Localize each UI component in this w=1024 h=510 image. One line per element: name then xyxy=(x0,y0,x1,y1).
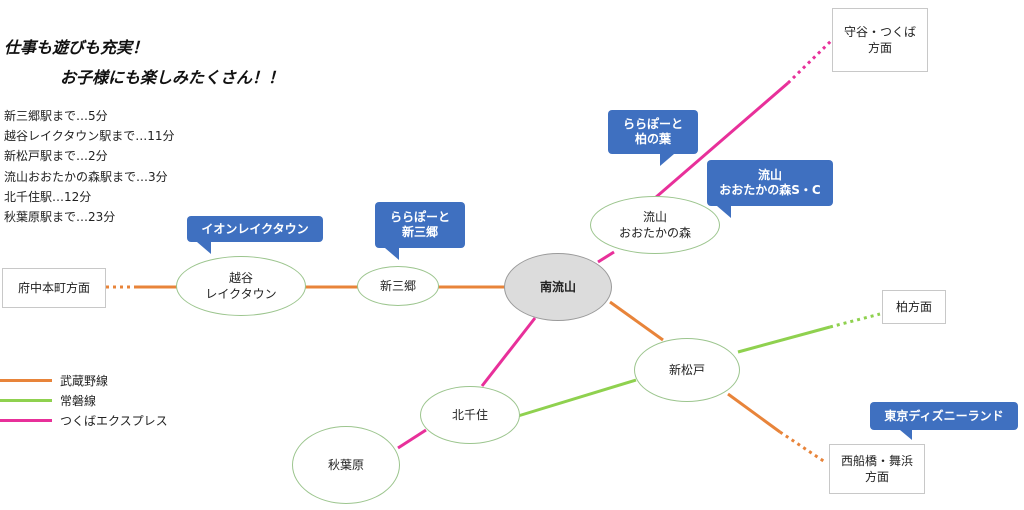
direction-label: 柏方面 xyxy=(895,300,932,314)
callout-label: イオンレイクタウン xyxy=(201,221,309,236)
callout-lalaport-shinmisato: ららぽーと 新三郷 xyxy=(375,202,465,260)
callout-label: おおたかの森S・C xyxy=(719,183,821,197)
callout-label: 流山 xyxy=(757,168,782,182)
direction-label: 方面 xyxy=(867,41,892,55)
access-time-list: 新三郷駅まで…5分 越谷レイクタウン駅まで…11分 新松戸駅まで…2分 流山おお… xyxy=(4,106,175,227)
tsukuba-express-dotted-north xyxy=(786,38,834,85)
direction-fuchu-honmachi: 府中本町方面 xyxy=(2,268,106,308)
legend-swatch xyxy=(0,378,52,382)
musashino-line-segment xyxy=(609,300,664,342)
joban-line-segment xyxy=(517,378,637,418)
joban-line-segment xyxy=(737,325,831,354)
access-time-item: 新三郷駅まで…5分 xyxy=(4,109,108,123)
tsukuba-express-segment xyxy=(597,250,615,264)
legend-swatch xyxy=(0,398,52,402)
callout-label: 東京ディズニーランド xyxy=(884,408,1004,423)
callout-otakanomori-sc: 流山 おおたかの森S・C xyxy=(707,160,833,218)
musashino-line-dotted-south xyxy=(779,430,826,464)
station-minami-nagareyama: 南流山 xyxy=(504,253,612,321)
direction-label: 西船橋・舞浜 xyxy=(840,454,913,468)
station-nagareyama-otakanomori: 流山 おおたかの森 xyxy=(590,196,720,254)
direction-label: 守谷・つくば xyxy=(843,25,916,39)
legend-label: 武蔵野線 xyxy=(60,373,109,388)
heading-line-2: お子様にも楽しみたくさん！！ xyxy=(60,68,285,87)
access-time-item: 北千住駅…12分 xyxy=(4,189,92,204)
callout-label: ららぽーと xyxy=(389,210,450,224)
direction-nishifunabashi-maihama: 西船橋・舞浜 方面 xyxy=(829,444,925,494)
legend-item-joban: 常磐線 xyxy=(0,390,168,410)
station-label: 越谷 xyxy=(228,271,253,285)
station-label: おおたかの森 xyxy=(618,226,691,240)
legend-item-musashino: 武蔵野線 xyxy=(0,370,168,390)
station-label: 北千住 xyxy=(451,408,488,422)
line-legend: 武蔵野線 常磐線 つくばエクスプレス xyxy=(0,370,168,430)
legend-item-tsukuba-express: つくばエクスプレス xyxy=(0,410,168,430)
legend-swatch xyxy=(0,418,52,422)
access-time-item: 越谷レイクタウン駅まで…11分 xyxy=(4,129,175,144)
callout-aeon-laketown: イオンレイクタウン xyxy=(187,216,323,254)
station-label: 南流山 xyxy=(539,280,576,294)
callout-lalaport-kashiwanoha: ららぽーと 柏の葉 xyxy=(608,110,698,166)
tsukuba-express-segment xyxy=(397,428,427,450)
joban-line-dotted-east xyxy=(829,312,881,329)
station-akihabara: 秋葉原 xyxy=(292,426,400,504)
station-koshigaya-laketown: 越谷 レイクタウン xyxy=(176,256,306,316)
direction-kashiwa: 柏方面 xyxy=(882,290,946,324)
direction-label: 方面 xyxy=(864,470,889,484)
station-label: 新松戸 xyxy=(668,363,705,377)
station-label: 新三郷 xyxy=(379,279,416,293)
musashino-line-segment xyxy=(727,392,781,434)
callout-tokyo-disneyland: 東京ディズニーランド xyxy=(870,402,1018,440)
station-shin-misato: 新三郷 xyxy=(357,266,439,306)
access-time-item: 秋葉原駅まで…23分 xyxy=(4,210,116,225)
station-label: 秋葉原 xyxy=(327,458,364,472)
callout-label: ららぽーと xyxy=(622,117,683,131)
station-label: レイクタウン xyxy=(205,287,277,301)
station-kita-senju: 北千住 xyxy=(420,386,520,444)
legend-label: つくばエクスプレス xyxy=(60,413,168,428)
legend-label: 常磐線 xyxy=(60,393,97,408)
callout-label: 柏の葉 xyxy=(634,132,671,146)
tsukuba-express-segment xyxy=(480,317,537,387)
tsukuba-express-segment xyxy=(654,81,789,200)
callout-label: 新三郷 xyxy=(401,225,438,239)
access-time-item: 流山おおたかの森駅まで…3分 xyxy=(4,169,168,184)
station-label: 流山 xyxy=(642,210,667,224)
direction-label: 府中本町方面 xyxy=(17,281,90,295)
heading-line-1: 仕事も遊びも充実！ xyxy=(4,38,149,57)
direction-moriya-tsukuba: 守谷・つくば 方面 xyxy=(832,8,928,72)
access-time-item: 新松戸駅まで…2分 xyxy=(4,149,108,164)
station-shin-matsudo: 新松戸 xyxy=(634,338,740,402)
